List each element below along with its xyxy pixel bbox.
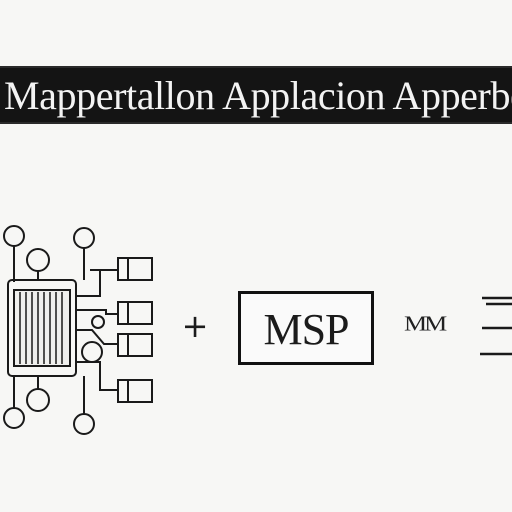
chip-stripes [19, 292, 63, 364]
pad-bottom-left [3, 407, 25, 429]
pad-top-left [3, 225, 25, 247]
pad-right-small [91, 315, 105, 329]
pad-right-mid [81, 341, 103, 363]
circuit-board-icon [3, 225, 153, 435]
connector-2 [117, 301, 153, 325]
connector-1 [117, 257, 153, 281]
msp-box: MSP [238, 291, 374, 365]
msp-label: MSP [263, 304, 349, 354]
title-text: Mappertallon Applacion Apperbe [4, 73, 512, 118]
chip-inner [13, 289, 71, 367]
connector-4 [117, 379, 153, 403]
pad-bottom-right [73, 413, 95, 435]
trace-9 [76, 329, 118, 345]
pad-bottom-mid [26, 388, 50, 412]
trace-10 [76, 361, 118, 391]
pad-top-mid [26, 248, 50, 272]
pad-top-right [73, 227, 95, 249]
plus-sign: + [181, 307, 209, 345]
trace-7 [76, 269, 118, 297]
chip-body [7, 279, 77, 377]
three-lines-icon [480, 296, 512, 356]
connector-3 [117, 333, 153, 357]
trace-8 [76, 309, 118, 315]
title-banner: Mappertallon Applacion Apperbe [0, 66, 512, 124]
mm-label: MM [404, 312, 447, 336]
